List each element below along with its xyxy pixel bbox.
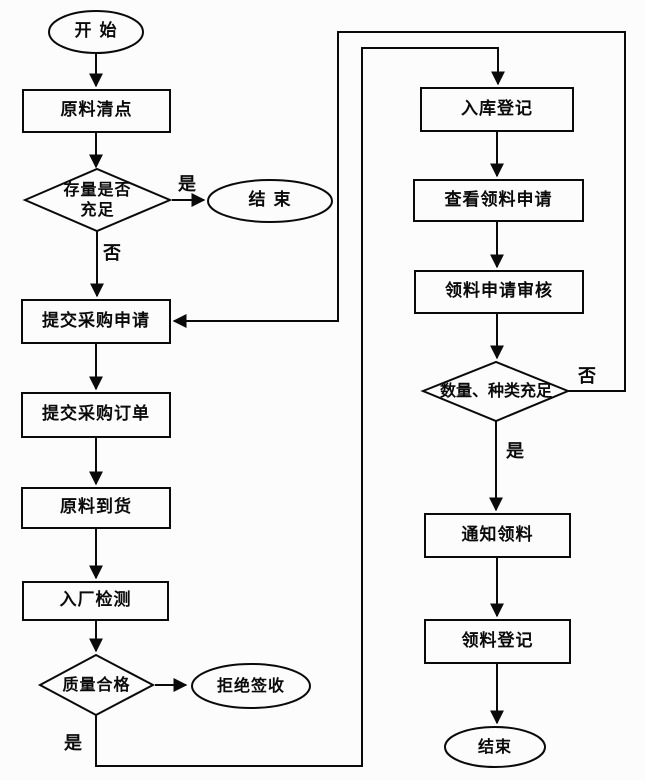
end-bottom-label: 结束	[477, 737, 512, 756]
stock-decision-label-line2: 充足	[80, 200, 115, 219]
notify-material-label: 通知领料	[461, 524, 534, 545]
notify-material-shape	[424, 513, 571, 558]
warehouse-registration-shape	[420, 87, 574, 132]
view-material-request-shape	[413, 179, 584, 222]
edge-quality-yes-to-warehouse	[95, 47, 505, 767]
stock-decision-label-line1: 存量是否	[63, 180, 132, 199]
material-registration-shape	[424, 619, 571, 664]
stock-decision-label: 存量是否 充足	[25, 169, 170, 231]
refuse-sign-shape	[191, 663, 311, 709]
factory-inspection-label: 入厂检测	[59, 590, 132, 611]
start-terminator-shape	[48, 10, 144, 54]
quality-decision-shape	[37, 653, 156, 717]
refuse-sign-label: 拒绝签收	[216, 676, 285, 695]
material-request-review-shape	[414, 270, 584, 314]
factory-inspection-shape	[22, 581, 169, 621]
end-top-label: 结 束	[248, 190, 292, 211]
material-arrival-shape	[21, 487, 171, 529]
edge-quantity-no-to-purchase-request	[172, 31, 626, 392]
edge-label-quantity-yes: 是	[506, 441, 524, 462]
quantity-decision-label: 数量、种类充足	[439, 381, 552, 400]
start-label: 开 始	[74, 21, 118, 42]
stock-decision-shape	[22, 167, 173, 233]
submit-purchase-order-label: 提交采购订单	[42, 404, 150, 425]
view-material-request-label: 查看领料申请	[444, 189, 553, 210]
edge-label-quantity-no: 否	[578, 366, 596, 387]
end-bottom-terminator-shape	[444, 726, 546, 768]
inventory-process-shape	[22, 89, 171, 133]
material-request-review-label: 领料申请审核	[445, 281, 553, 302]
material-registration-label: 领料登记	[461, 630, 534, 651]
material-arrival-label: 原料到货	[60, 497, 132, 518]
inventory-label: 原料清点	[60, 100, 133, 121]
quantity-decision-shape	[420, 360, 571, 423]
edge-label-quality-yes: 是	[64, 733, 82, 754]
end-top-terminator-shape	[207, 179, 333, 223]
submit-purchase-order-shape	[21, 392, 171, 438]
edge-label-stock-yes: 是	[178, 174, 196, 195]
submit-purchase-request-label: 提交采购申请	[42, 310, 150, 331]
warehouse-registration-label: 入库登记	[461, 98, 533, 119]
submit-purchase-request-shape	[21, 299, 171, 344]
quality-decision-label: 质量合格	[62, 675, 131, 694]
edge-label-stock-no: 否	[103, 243, 121, 264]
